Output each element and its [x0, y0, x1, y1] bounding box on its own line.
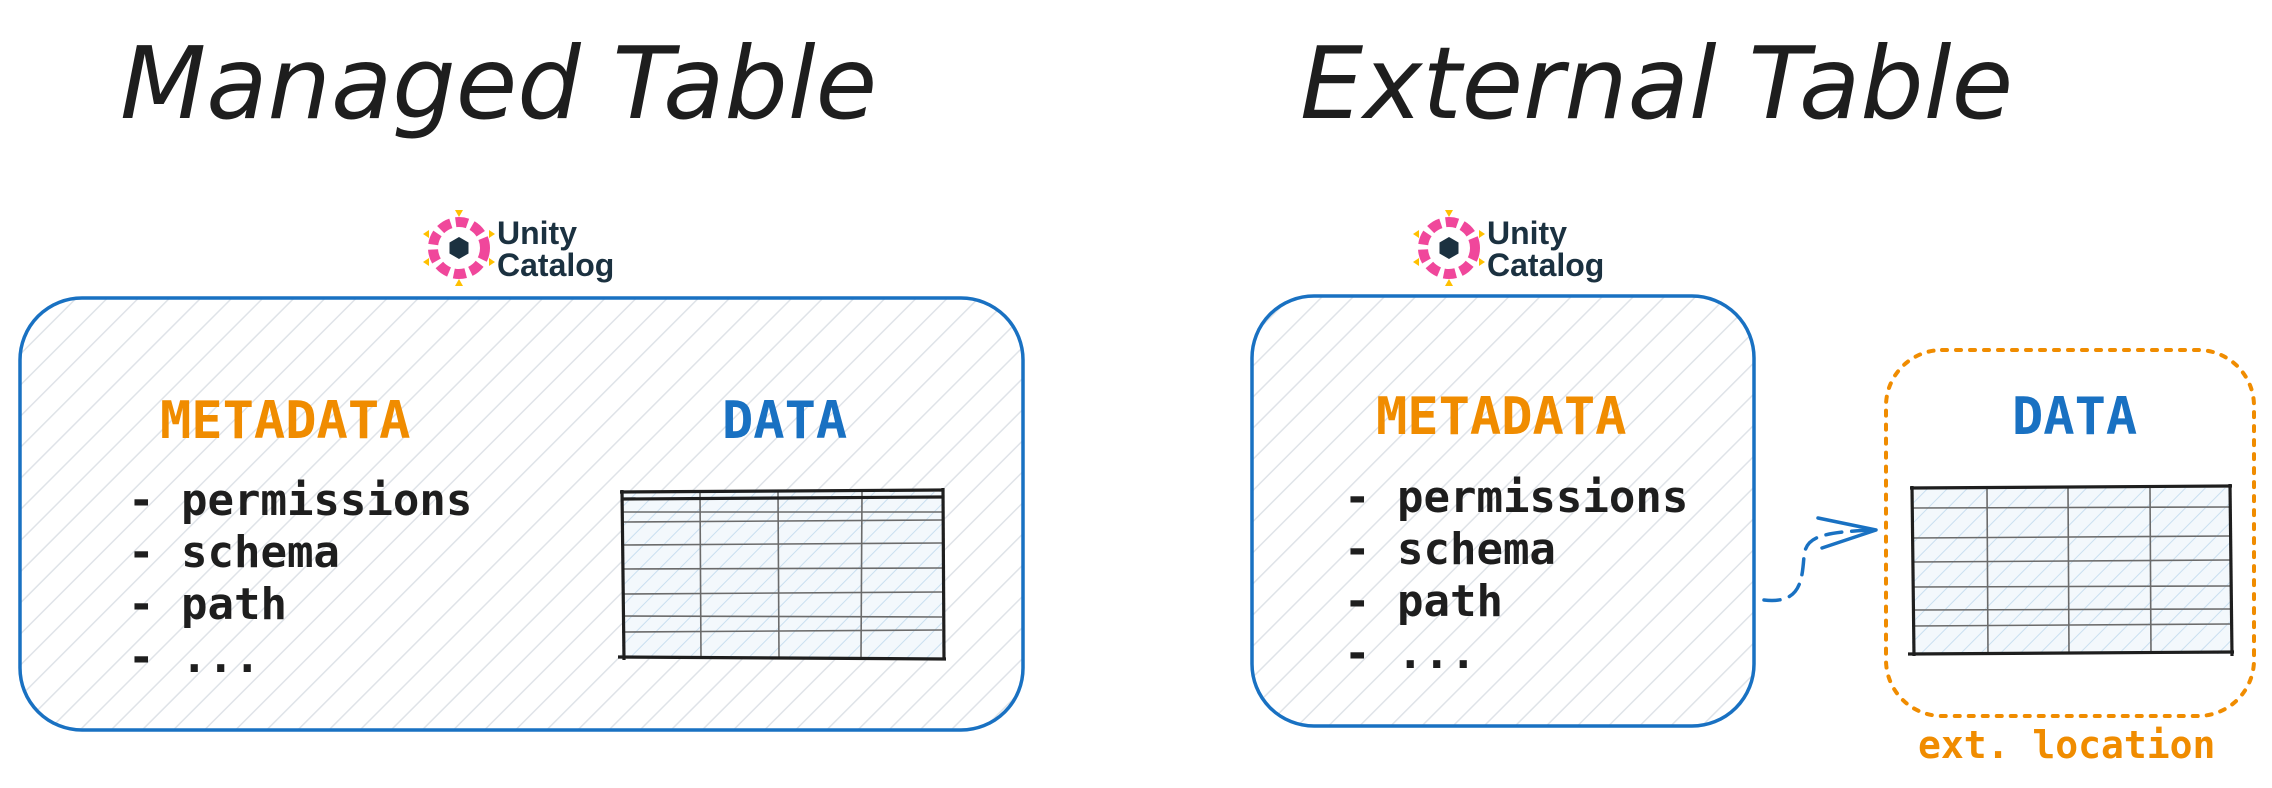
metadata-label: METADATA: [160, 391, 410, 451]
metadata-item-more: - ...: [1344, 628, 1476, 679]
metadata-item-path: - path: [128, 579, 287, 630]
metadata-item-permissions: - permissions: [128, 475, 472, 526]
unity-catalog-icon: [423, 210, 495, 286]
external-table-title: External Table: [1300, 25, 2013, 142]
metadata-item-path: - path: [1344, 576, 1503, 627]
metadata-item-more: - ...: [128, 632, 260, 683]
metadata-label: METADATA: [1376, 387, 1626, 447]
data-label: DATA: [722, 391, 847, 451]
unity-catalog-icon: [1413, 210, 1485, 286]
data-table-grid: [617, 487, 947, 661]
metadata-item-schema: - schema: [1344, 524, 1556, 575]
logo-text-catalog: Catalog: [497, 247, 614, 283]
external-catalog-box: [1250, 294, 1756, 728]
logo-text-unity: Unity: [1487, 215, 1567, 251]
metadata-item-schema: - schema: [128, 527, 340, 578]
external-location-label: ext. location: [1918, 723, 2215, 767]
pointer-arrow: [1762, 516, 1878, 603]
logo-text-catalog: Catalog: [1487, 247, 1604, 283]
unity-catalog-logo-managed: Unity Catalog: [423, 210, 614, 286]
data-table-grid: [1907, 483, 2235, 657]
data-label: DATA: [2012, 387, 2137, 447]
managed-table-title: Managed Table: [120, 25, 877, 142]
logo-text-unity: Unity: [497, 215, 577, 251]
unity-catalog-logo-external: Unity Catalog: [1413, 210, 1604, 286]
metadata-item-permissions: - permissions: [1344, 472, 1688, 523]
